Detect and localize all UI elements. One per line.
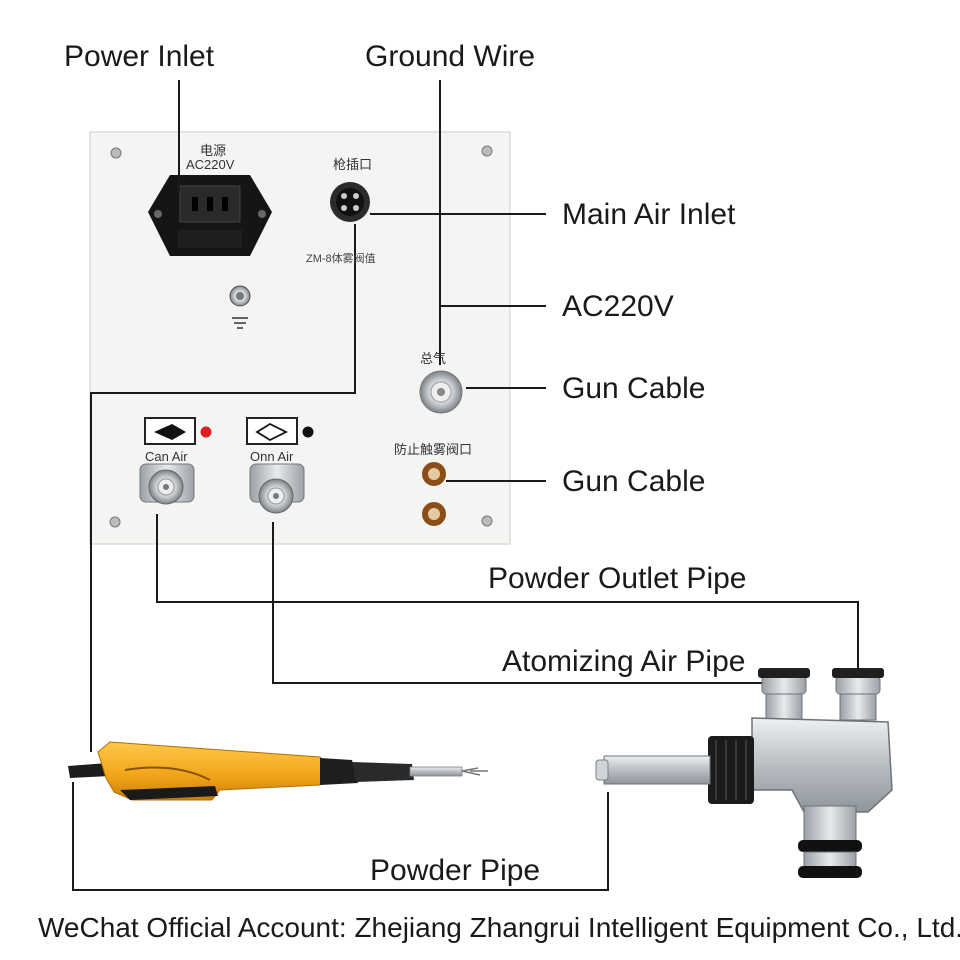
panel-main-air-label-cn: 总气 [420,351,447,366]
panel-power-label: AC220V [186,157,235,172]
power-socket [148,175,272,256]
can-air-fitting [139,463,195,505]
panel-can-air-label: Can Air [145,449,188,464]
label-ac220v: AC220V [562,290,674,323]
injector-fitting-right [832,668,884,721]
outlet-port-upper [422,462,446,486]
label-main-air-inlet: Main Air Inlet [562,198,736,231]
powder-pipe-line [72,782,609,891]
powder-outlet-pipe-line [156,514,859,668]
panel-screw-top-right [481,145,493,157]
main-air-fitting [419,370,463,414]
outlet-port-lower [422,502,446,526]
label-powder-outlet-pipe: Powder Outlet Pipe [488,562,747,595]
connection-lines [72,80,859,891]
control-panel [89,131,511,545]
gun-cable-line [90,224,356,752]
can-air-indicator [144,417,212,445]
footer-credit: WeChat Official Account: Zhejiang Zhangr… [38,912,960,943]
panel-screw-top-left [110,147,122,159]
label-ground-wire: Ground Wire [365,40,536,73]
label-atomizing-air-pipe: Atomizing Air Pipe [502,645,746,678]
spray-gun [68,741,488,801]
ground-stud [229,285,251,329]
panel-gun-port-label-cn: 枪插口 [333,157,373,172]
label-powder-pipe: Powder Pipe [370,854,541,887]
panel-model-label: ZM-8体雾阀值 [306,253,376,265]
label-power-inlet: Power Inlet [64,40,215,73]
panel-screw-bottom-left [109,516,121,528]
panel-power-label-cn: 电源 [200,143,227,158]
panel-screw-bottom-right [481,515,493,527]
panel-outlet-label-cn: 防止触雾阀口 [394,442,473,457]
onn-air-indicator [246,417,314,445]
label-gun-cable-1: Gun Cable [562,372,706,405]
injector-fitting-left [758,668,810,721]
gun-cable-connector [330,182,370,222]
panel-onn-air-label: Onn Air [250,449,294,464]
onn-air-fitting [249,463,305,514]
label-gun-cable-2: Gun Cable [562,465,706,498]
powder-injector [595,668,893,878]
